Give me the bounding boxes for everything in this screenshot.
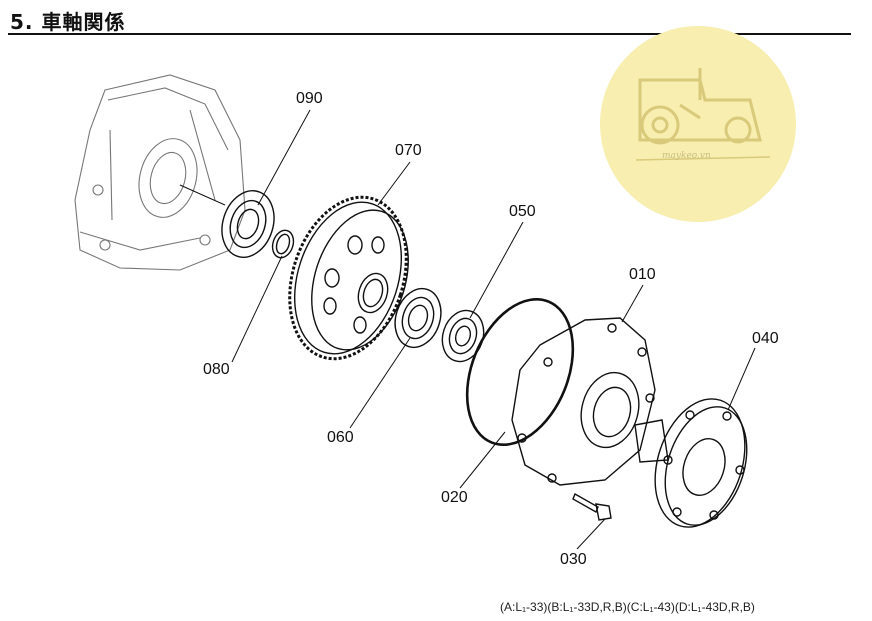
part-080-snap-ring [271,229,295,259]
callout-label: 040 [752,330,779,347]
title-rule [8,33,851,35]
callout-label: 060 [327,429,354,446]
callout-label: 010 [629,266,656,283]
callout-label: 070 [395,142,422,159]
callout-label: 020 [441,489,468,506]
page-title: 5. 車軸関係 [10,10,126,34]
part-010-cover [511,317,656,486]
watermark-text: maykeo.vn [662,151,711,161]
tractor-icon [638,68,762,145]
callout-label: 050 [509,203,536,220]
callout-label: 090 [296,90,323,107]
callout-label: 030 [560,551,587,568]
part-060-bearing [394,287,442,349]
part-040-flange [634,398,748,528]
leader-lines [231,109,756,550]
model-caption: (A:L₁-33)(B:L₁-33D,R,B)(C:L₁-43)(D:L₁-43… [500,600,755,614]
part-020-o-ring [465,297,575,447]
housing-case [74,74,246,271]
part-030-bolt [572,492,612,521]
callout-label: 080 [203,361,230,378]
part-070-gear [288,195,409,361]
part-050-bearing [441,309,485,363]
watermark-logo [600,26,796,222]
part-090-bearing [221,190,275,258]
